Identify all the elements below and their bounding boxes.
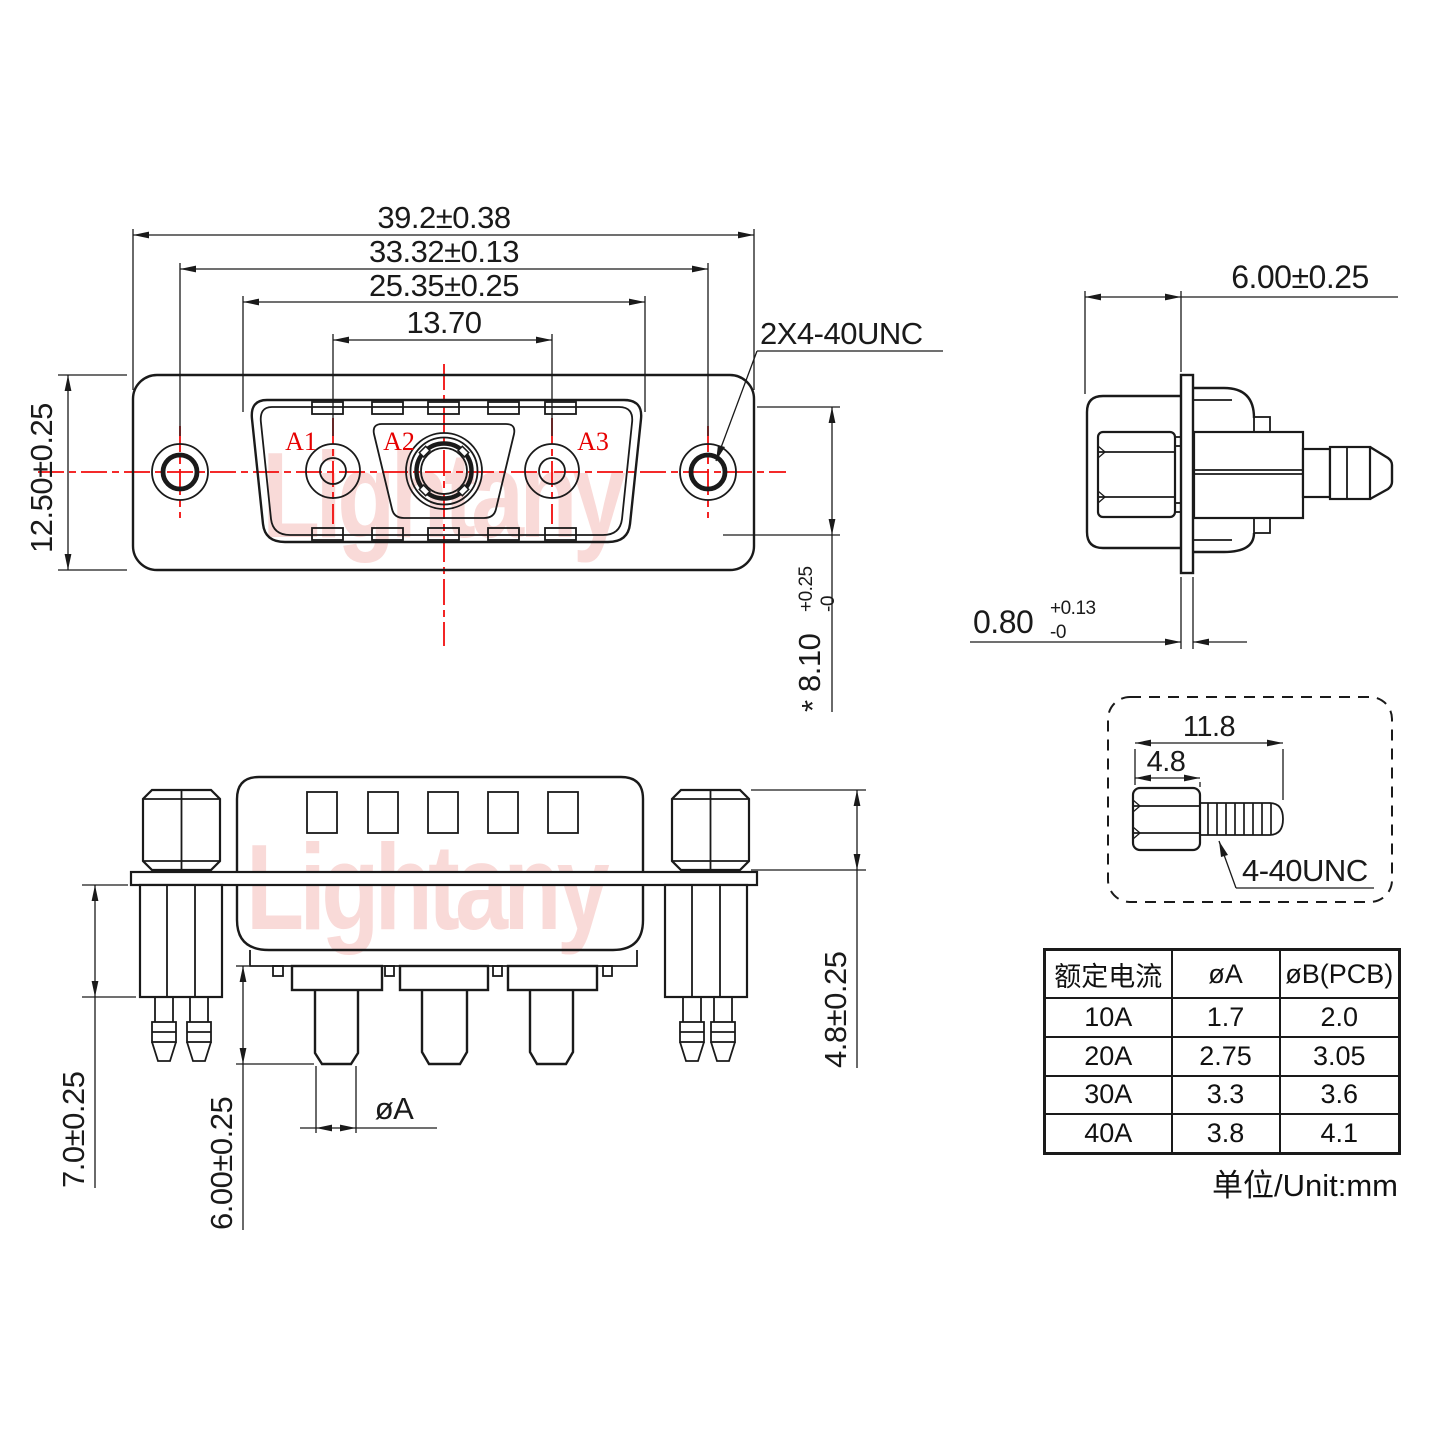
svg-text:-0: -0: [1050, 622, 1066, 643]
bracket-plate: [129, 870, 759, 887]
dim-contact-spacing: 13.70: [406, 305, 481, 340]
dim-overall-height: 12.50±0.25: [24, 403, 59, 553]
side-body: [1192, 386, 1305, 554]
power-pin-shoulders: [290, 964, 599, 992]
contact-a3: [524, 443, 580, 499]
d-shell: [250, 398, 643, 544]
dim-screw-head: 4.8: [1147, 746, 1186, 778]
standoff-stud-right: [663, 883, 749, 999]
standoff-pins: [151, 997, 736, 1062]
header-dia-a: øA: [1170, 948, 1281, 1000]
power-pins: [313, 990, 575, 1066]
header-dia-b-pcb: øB(PCB): [1278, 948, 1401, 1000]
detail-border: [1107, 696, 1393, 903]
svg-text:*: *: [795, 700, 830, 712]
cell-current-20a: 20A: [1043, 1035, 1173, 1077]
cell-current-40a: 40A: [1043, 1113, 1173, 1155]
dim-shell-width: 25.35±0.25: [369, 268, 519, 303]
cell-dia-a-20a: 2.75: [1170, 1035, 1281, 1077]
table-row: 20A 2.75 3.05: [1043, 1035, 1401, 1077]
cell-dia-a-10a: 1.7: [1170, 997, 1281, 1038]
screw-head: [1131, 786, 1202, 852]
insulator-plinth: [249, 950, 638, 967]
contact-label-a3: A3: [577, 427, 609, 456]
dim-pin-diameter: øA: [375, 1091, 414, 1126]
spec-table-header-row: 额定电流 øA øB(PCB): [1043, 948, 1401, 1000]
jackscrew-right: [670, 788, 751, 872]
cell-current-10a: 10A: [1043, 997, 1173, 1038]
table-row: 30A 3.3 3.6: [1043, 1074, 1401, 1116]
dim-overall-width: 39.2±0.38: [377, 200, 510, 235]
side-view-dimensions: 6.00±0.25 0.80 +0.13 -0: [970, 259, 1398, 649]
bottom-view: 7.0±0.25 6.00±0.25 4.8±0.25 øA: [56, 775, 866, 1230]
dim-nut-height: 4.8±0.25: [818, 952, 853, 1068]
bottom-view-dimensions: 7.0±0.25 6.00±0.25 4.8±0.25 øA: [56, 789, 866, 1230]
dim-pin-length: 6.00±0.25: [204, 1097, 239, 1230]
connector-flange-outline: [131, 373, 756, 572]
cell-dia-b-40a: 4.1: [1278, 1113, 1401, 1155]
contact-a2-keys: [418, 445, 470, 497]
contact-a2: [405, 432, 483, 510]
cell-dia-a-30a: 3.3: [1170, 1074, 1281, 1116]
unit-note: 单位/Unit:mm: [1212, 1168, 1398, 1203]
dim-standoff-length: 7.0±0.25: [56, 1072, 91, 1188]
contact-label-a1: A1: [285, 427, 317, 456]
mounting-hole-left: [151, 443, 209, 501]
side-view: 6.00±0.25 0.80 +0.13 -0: [970, 259, 1398, 649]
dim-front-depth: 6.00±0.25: [1231, 259, 1369, 295]
screw-detail: 11.8 4.8 4-40UNC: [1107, 696, 1393, 903]
cell-dia-b-30a: 3.6: [1278, 1074, 1401, 1116]
mounting-hole-right: [679, 443, 737, 501]
standoff-stud-left: [138, 883, 224, 999]
dim-opening-height: * 8.10 +0.25 -0: [792, 566, 839, 712]
shell-slots: [311, 401, 577, 541]
table-row: 40A 3.8 4.1: [1043, 1113, 1401, 1155]
table-row: 10A 1.7 2.0: [1043, 997, 1401, 1038]
bottom-pin-slots: [306, 791, 579, 834]
thread-callout: 2X4-40UNC: [760, 316, 923, 351]
coax-cavity: [372, 423, 516, 519]
dim-hole-spacing: 33.32±0.13: [369, 234, 519, 269]
screw-thread: [1200, 802, 1284, 836]
contact-label-a2: A2: [383, 427, 415, 456]
svg-text:8.10: 8.10: [792, 633, 827, 692]
dim-screw-overall: 11.8: [1183, 711, 1235, 743]
svg-text:0.80: 0.80: [973, 604, 1033, 640]
insulator-tabs: [272, 965, 613, 977]
cell-dia-b-10a: 2.0: [1278, 997, 1401, 1038]
front-view-dimensions: 39.2±0.38 33.32±0.13 25.35±0.25 13.70 12…: [24, 200, 943, 712]
svg-text:+0.25: +0.25: [796, 566, 817, 612]
cell-dia-a-40a: 3.8: [1170, 1113, 1281, 1155]
header-rated-current: 额定电流: [1043, 948, 1173, 1000]
jackscrew-left: [141, 788, 222, 872]
side-flange-plate: [1179, 373, 1195, 575]
svg-text:-0: -0: [818, 596, 839, 612]
side-coax-barrel: [1192, 430, 1305, 520]
side-shroud: [1085, 394, 1181, 550]
cell-dia-b-20a: 3.05: [1278, 1035, 1401, 1077]
cell-current-30a: 30A: [1043, 1074, 1173, 1116]
spec-table: 额定电流 øA øB(PCB) 10A 1.7 2.0 20A 2.75 3.0…: [1043, 948, 1401, 1155]
screw-detail-dimensions: 11.8 4.8 4-40UNC: [1134, 711, 1374, 889]
bottom-body: [235, 775, 645, 952]
dim-flange-thickness: 0.80 +0.13 -0: [973, 598, 1096, 643]
contact-a1: [305, 443, 361, 499]
side-coax-pin: [1301, 445, 1394, 501]
side-jackscrew-nut: [1096, 430, 1182, 519]
svg-text:+0.13: +0.13: [1050, 598, 1096, 619]
front-view: A1 A2 A3: [24, 200, 943, 712]
screw-thread-label: 4-40UNC: [1242, 853, 1368, 888]
